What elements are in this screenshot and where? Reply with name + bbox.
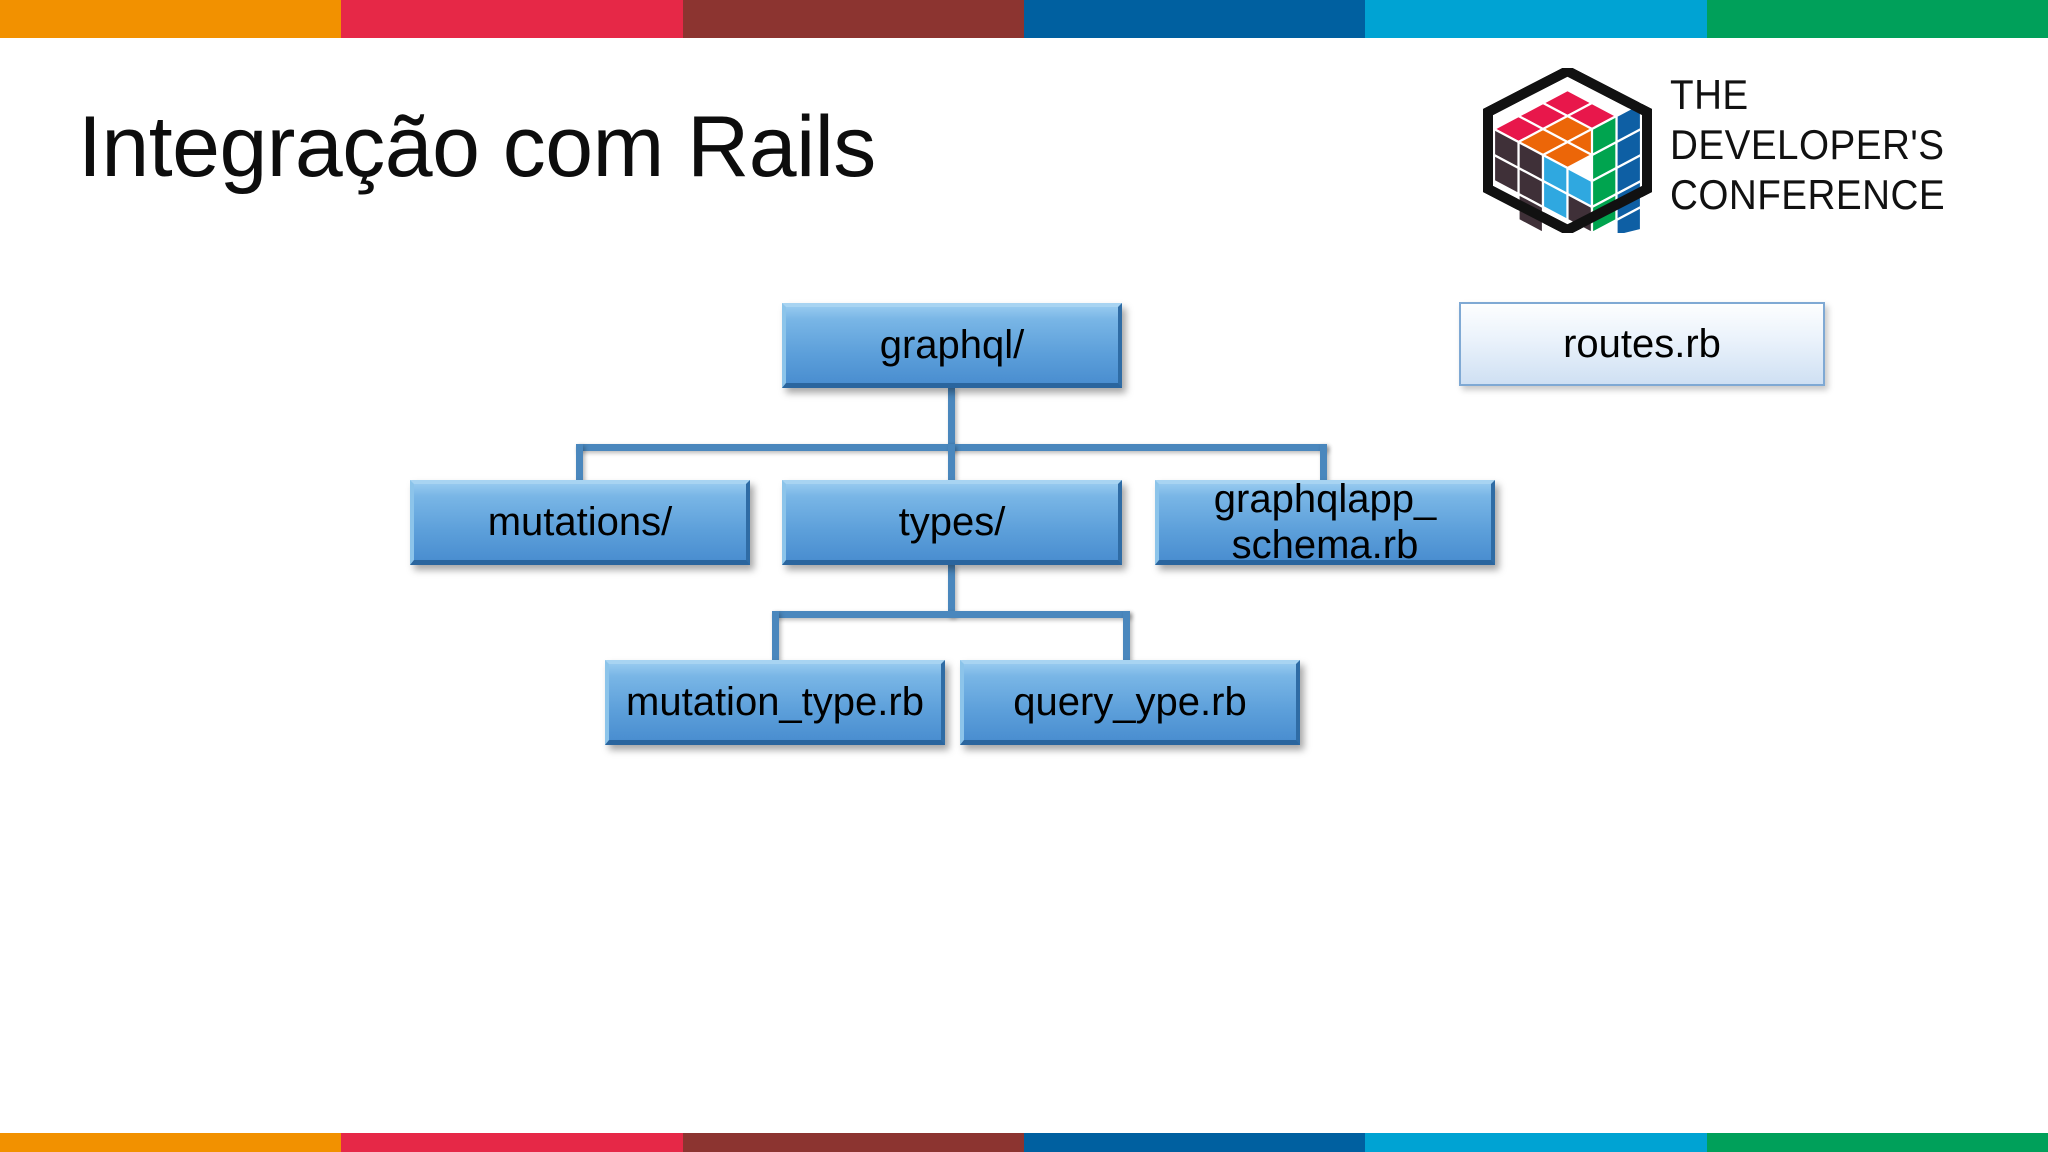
band-segment-blue: [1023, 0, 1366, 38]
diagram-node-label: mutations/: [487, 500, 673, 544]
diagram-node-routes[interactable]: routes.rb: [1459, 302, 1825, 386]
connector-types-stem: [948, 565, 955, 617]
tdc-logo: THE DEVELOPER'S CONFERENCE: [1480, 65, 2020, 238]
band-segment-brown: [682, 0, 1024, 38]
logo-line-1: THE: [1670, 71, 1749, 118]
connector-graphql-stem: [948, 388, 955, 450]
diagram-node-mutations[interactable]: mutations/: [410, 480, 750, 565]
band-segment-cyan: [1365, 0, 1707, 38]
diagram-node-mutation_type[interactable]: mutation_type.rb: [605, 660, 945, 745]
diagram-node-label: graphqlapp_schema.rb: [1213, 477, 1437, 567]
band-segment-brown: [682, 1133, 1024, 1152]
diagram-node-graphql[interactable]: graphql/: [782, 303, 1122, 388]
page-title: Integração com Rails: [78, 99, 876, 195]
top-color-band: [0, 0, 2048, 38]
band-segment-green: [1706, 0, 2048, 38]
diagram-node-schema[interactable]: graphqlapp_schema.rb: [1155, 477, 1495, 567]
band-segment-green: [1706, 1133, 2048, 1152]
band-segment-orange: [0, 1133, 342, 1152]
diagram-node-label: query_ype.rb: [1013, 680, 1247, 724]
band-segment-blue: [1023, 1133, 1366, 1152]
diagram-node-label: routes.rb: [1563, 322, 1721, 366]
logo-line-3: CONFERENCE: [1670, 171, 1946, 218]
connector-mutation-type-drop: [772, 611, 779, 663]
diagram-node-label: types/: [898, 500, 1006, 544]
connector-schema-drop: [1320, 444, 1327, 484]
diagram-node-label: mutation_type.rb: [626, 680, 924, 724]
diagram-node-query_type[interactable]: query_ype.rb: [960, 660, 1300, 745]
connector-mutations-drop: [576, 444, 583, 484]
connector-types-drop: [948, 444, 955, 484]
logo-line-2: DEVELOPER'S: [1670, 121, 1945, 168]
tdc-cube-hexagon-icon: [1480, 65, 1655, 238]
tdc-logo-text: THE DEVELOPER'S CONFERENCE: [1670, 70, 1969, 220]
band-segment-cyan: [1365, 1133, 1707, 1152]
bottom-color-band: [0, 1133, 2048, 1152]
band-segment-red: [341, 1133, 683, 1152]
diagram-node-types[interactable]: types/: [782, 480, 1122, 565]
diagram-node-label: graphql/: [879, 323, 1025, 367]
band-segment-red: [341, 0, 683, 38]
connector-types-bus: [772, 611, 1130, 618]
band-segment-orange: [0, 0, 342, 38]
connector-query-type-drop: [1123, 611, 1130, 663]
